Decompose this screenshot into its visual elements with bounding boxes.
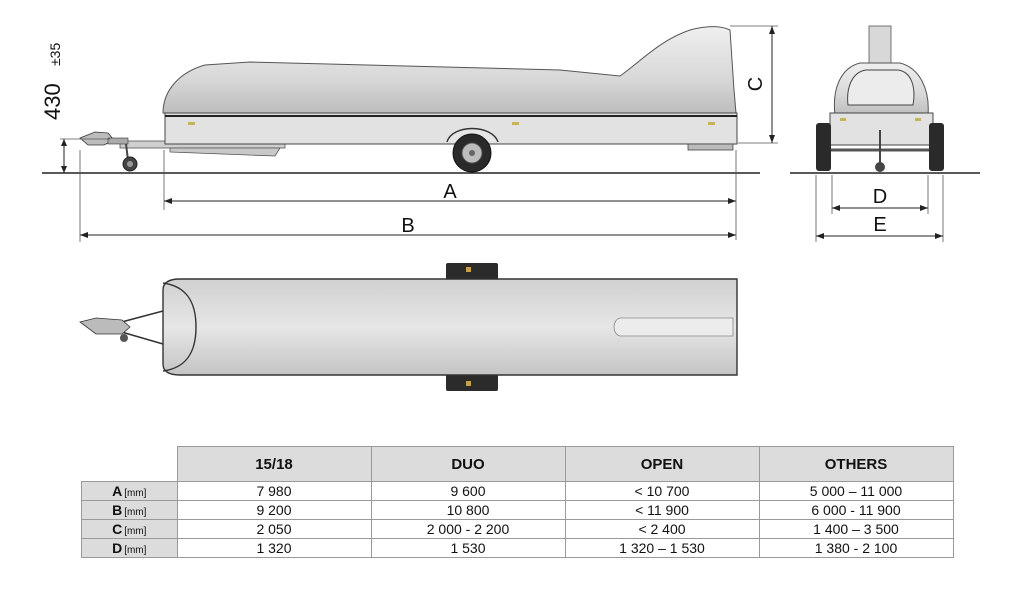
table-cell: 2 000 - 2 200 [370, 519, 566, 539]
table-cell: 7 980 [176, 481, 372, 501]
table-cell: 1 400 – 3 500 [758, 519, 954, 539]
table-cell: 1 320 [176, 538, 372, 558]
row-header: D[mm] [81, 538, 178, 558]
row-label: A [112, 483, 123, 499]
table-cell: < 10 700 [564, 481, 760, 501]
table-cell: 1 530 [370, 538, 566, 558]
table-cell: < 11 900 [564, 500, 760, 520]
dimension-a: A [163, 150, 737, 240]
row-label: B [112, 502, 123, 518]
table-cell: 9 600 [370, 481, 566, 501]
trailer-technical-drawing: A B C 430 ±35 [40, 25, 980, 391]
dimension-hitch-height: 430 ±35 [40, 43, 110, 173]
column-header: OPEN [564, 446, 760, 482]
table-row: B[mm] 9 200 10 800 < 11 900 6 000 - 11 9… [81, 500, 954, 520]
column-header: 15/18 [176, 446, 372, 482]
table-cell: 6 000 - 11 900 [758, 500, 954, 520]
table-corner-cell [81, 446, 178, 482]
trailer-top-view [79, 263, 738, 391]
table-cell: 1 320 – 1 530 [564, 538, 760, 558]
hitch-height-value: 430 [40, 83, 65, 120]
row-unit: [mm] [124, 526, 147, 537]
trailer-rear-view [816, 25, 944, 172]
dimension-a-label: A [443, 181, 457, 203]
row-unit: [mm] [124, 488, 147, 499]
dimension-d-label: D [873, 186, 887, 208]
dimension-e: E [815, 175, 944, 242]
dimensions-table-wrapper: 15/18 DUO OPEN OTHERS A[mm] 7 980 9 600 … [81, 446, 954, 558]
column-header: OTHERS [758, 446, 954, 482]
table-cell: 9 200 [176, 500, 372, 520]
dimension-d: D [831, 175, 929, 214]
table-row: C[mm] 2 050 2 000 - 2 200 < 2 400 1 400 … [81, 519, 954, 539]
dimension-c: C [730, 25, 778, 144]
dimension-b: B [79, 150, 736, 242]
hitch-height-tolerance: ±35 [47, 43, 63, 66]
row-label: D [112, 540, 123, 556]
dimension-b-label: B [401, 215, 414, 237]
table-cell: 5 000 – 11 000 [758, 481, 954, 501]
table-cell: 10 800 [370, 500, 566, 520]
table-row: A[mm] 7 980 9 600 < 10 700 5 000 – 11 00… [81, 481, 954, 501]
table-cell: < 2 400 [564, 519, 760, 539]
dimension-c-label: C [745, 77, 767, 91]
table-header-row: 15/18 DUO OPEN OTHERS [81, 446, 954, 482]
dimension-e-label: E [873, 214, 886, 236]
column-header: DUO [370, 446, 566, 482]
row-unit: [mm] [124, 545, 147, 556]
row-header: C[mm] [81, 519, 178, 539]
dimensions-table: 15/18 DUO OPEN OTHERS A[mm] 7 980 9 600 … [81, 446, 954, 558]
row-unit: [mm] [124, 507, 147, 518]
row-header: A[mm] [81, 481, 178, 501]
row-header: B[mm] [81, 500, 178, 520]
table-cell: 2 050 [176, 519, 372, 539]
trailer-side-view [79, 26, 738, 173]
row-label: C [112, 521, 123, 537]
table-row: D[mm] 1 320 1 530 1 320 – 1 530 1 380 - … [81, 538, 954, 558]
table-cell: 1 380 - 2 100 [758, 538, 954, 558]
